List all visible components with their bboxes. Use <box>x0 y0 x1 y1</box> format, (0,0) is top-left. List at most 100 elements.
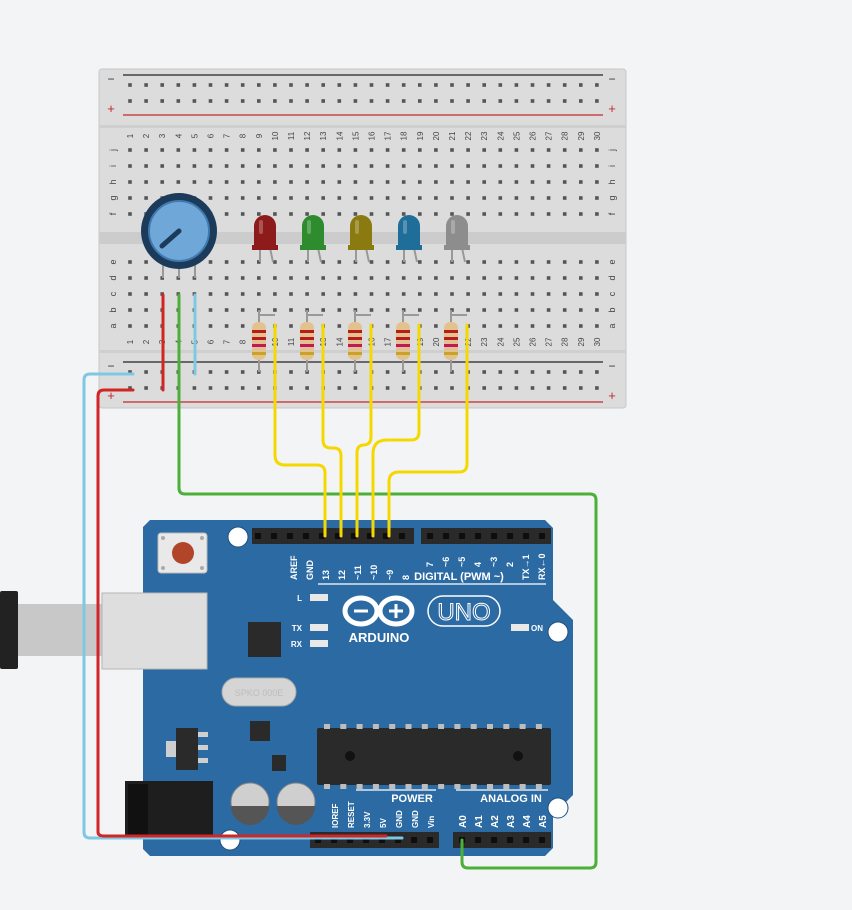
breadboard-hole[interactable] <box>128 148 132 152</box>
breadboard-hole[interactable] <box>289 212 293 216</box>
breadboard-hole[interactable] <box>482 148 486 152</box>
breadboard-hole[interactable] <box>176 164 181 168</box>
breadboard-hole[interactable] <box>401 148 406 152</box>
rail-hole[interactable] <box>418 99 422 103</box>
breadboard-hole[interactable] <box>240 212 245 216</box>
breadboard-hole[interactable] <box>579 164 583 168</box>
rail-hole[interactable] <box>482 99 486 103</box>
breadboard-hole[interactable] <box>385 180 390 184</box>
breadboard-hole[interactable] <box>434 212 438 216</box>
breadboard-hole[interactable] <box>305 276 309 280</box>
breadboard-hole[interactable] <box>434 164 438 168</box>
rail-hole[interactable] <box>321 83 325 87</box>
breadboard-hole[interactable] <box>418 164 422 168</box>
breadboard-hole[interactable] <box>305 148 309 152</box>
breadboard-hole[interactable] <box>128 276 132 280</box>
breadboard-hole[interactable] <box>385 196 390 200</box>
breadboard-hole[interactable] <box>434 196 438 200</box>
wire-ground-arduino[interactable] <box>82 372 404 840</box>
breadboard-hole[interactable] <box>546 196 551 200</box>
breadboard-hole[interactable] <box>450 164 454 168</box>
breadboard-hole[interactable] <box>289 148 293 152</box>
breadboard-hole[interactable] <box>224 212 229 216</box>
breadboard-hole[interactable] <box>273 212 277 216</box>
breadboard-hole[interactable] <box>128 164 132 168</box>
breadboard-hole[interactable] <box>176 148 181 152</box>
rail-hole[interactable] <box>369 99 374 103</box>
breadboard-hole[interactable] <box>498 308 503 312</box>
arduino-uno-board[interactable]: SPKO 000E L TX RX ON <box>0 520 573 856</box>
breadboard-hole[interactable] <box>579 260 583 264</box>
wire-analog-a0[interactable] <box>177 293 598 870</box>
breadboard-hole[interactable] <box>466 180 470 184</box>
breadboard-hole[interactable] <box>418 308 422 312</box>
breadboard-hole[interactable] <box>321 180 325 184</box>
breadboard-hole[interactable] <box>369 260 374 264</box>
breadboard-hole[interactable] <box>257 212 261 216</box>
breadboard-hole[interactable] <box>128 324 132 328</box>
rail-hole[interactable] <box>482 386 486 390</box>
wire-5v-arduino[interactable] <box>96 388 388 838</box>
breadboard-hole[interactable] <box>321 164 325 168</box>
breadboard-hole[interactable] <box>498 260 503 264</box>
breadboard-hole[interactable] <box>273 196 277 200</box>
rail-hole[interactable] <box>144 83 148 87</box>
breadboard-hole[interactable] <box>289 196 293 200</box>
rail-hole[interactable] <box>144 99 148 103</box>
breadboard-hole[interactable] <box>385 164 390 168</box>
breadboard-hole[interactable] <box>305 196 309 200</box>
breadboard-hole[interactable] <box>450 292 454 296</box>
rail-hole[interactable] <box>498 83 503 87</box>
breadboard-hole[interactable] <box>144 308 148 312</box>
breadboard-hole[interactable] <box>498 212 503 216</box>
rail-hole[interactable] <box>321 99 325 103</box>
breadboard-hole[interactable] <box>240 196 245 200</box>
breadboard-hole[interactable] <box>305 292 309 296</box>
rail-hole[interactable] <box>144 370 148 374</box>
resistor[interactable] <box>396 310 419 372</box>
breadboard-hole[interactable] <box>562 148 567 152</box>
rail-hole[interactable] <box>530 370 535 374</box>
rail-hole[interactable] <box>240 370 245 374</box>
breadboard-hole[interactable] <box>289 324 293 328</box>
breadboard-hole[interactable] <box>144 324 148 328</box>
rail-hole[interactable] <box>498 99 503 103</box>
led-gray[interactable] <box>444 215 470 263</box>
rail-hole[interactable] <box>498 386 503 390</box>
breadboard-hole[interactable] <box>273 308 277 312</box>
breadboard-hole[interactable] <box>385 324 390 328</box>
breadboard-hole[interactable] <box>579 276 583 280</box>
breadboard-hole[interactable] <box>337 324 342 328</box>
rail-hole[interactable] <box>305 83 309 87</box>
led-red[interactable] <box>252 215 278 263</box>
rail-hole[interactable] <box>595 386 599 390</box>
breadboard-hole[interactable] <box>385 148 390 152</box>
wire-led-gray[interactable] <box>387 323 469 538</box>
rail-hole[interactable] <box>595 83 599 87</box>
breadboard-hole[interactable] <box>579 292 583 296</box>
breadboard-hole[interactable] <box>562 324 567 328</box>
rail-hole[interactable] <box>514 83 519 87</box>
breadboard-hole[interactable] <box>579 148 583 152</box>
breadboard-hole[interactable] <box>546 292 551 296</box>
breadboard-hole[interactable] <box>546 212 551 216</box>
breadboard-hole[interactable] <box>160 148 164 152</box>
breadboard-hole[interactable] <box>353 180 358 184</box>
rail-hole[interactable] <box>240 99 245 103</box>
breadboard-hole[interactable] <box>401 292 406 296</box>
breadboard-hole[interactable] <box>514 180 519 184</box>
potentiometer[interactable] <box>141 193 217 278</box>
breadboard-hole[interactable] <box>353 164 358 168</box>
led-yellow[interactable] <box>348 215 374 263</box>
breadboard-hole[interactable] <box>289 308 293 312</box>
breadboard-hole[interactable] <box>579 212 583 216</box>
breadboard-hole[interactable] <box>224 148 229 152</box>
resistor[interactable] <box>444 310 467 372</box>
rail-hole[interactable] <box>546 83 551 87</box>
breadboard-hole[interactable] <box>401 164 406 168</box>
rail-hole[interactable] <box>401 83 406 87</box>
wire-led-green[interactable] <box>321 323 343 538</box>
breadboard-hole[interactable] <box>385 260 390 264</box>
rail-hole[interactable] <box>224 370 229 374</box>
rail-hole[interactable] <box>208 99 213 103</box>
